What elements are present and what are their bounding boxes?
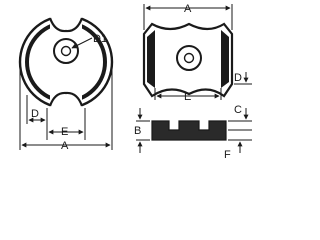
d1-leader-line <box>71 37 93 49</box>
a-label-top: A <box>184 3 192 15</box>
d1-label: D1 <box>93 33 107 45</box>
square-core-left-wall <box>147 30 155 88</box>
square-core-top-view: A E D <box>142 3 252 103</box>
f-label: F <box>224 149 231 161</box>
core-top-slot-edge <box>48 17 84 33</box>
c-label: C <box>234 104 242 116</box>
b-label: B <box>134 125 141 137</box>
core-bottom-slot-edge <box>48 91 84 107</box>
core-center-hole <box>60 45 72 57</box>
section-body <box>151 120 227 141</box>
square-core-center-hole <box>183 52 195 64</box>
a-label-bottom: A <box>61 140 69 152</box>
square-core-right-wall <box>221 30 229 88</box>
core-top-view: D1 D E A <box>18 13 114 152</box>
d-label-left: D <box>31 108 39 120</box>
e-label-left: E <box>61 126 68 138</box>
core-top-slot <box>50 13 82 31</box>
e-label-right: E <box>184 91 191 103</box>
d-label-right: D <box>234 72 242 84</box>
pot-core-dimension-drawing: D1 D E A A E <box>18 3 252 161</box>
core-side-section-view: B C F <box>134 104 252 161</box>
core-bottom-slot <box>50 93 82 111</box>
